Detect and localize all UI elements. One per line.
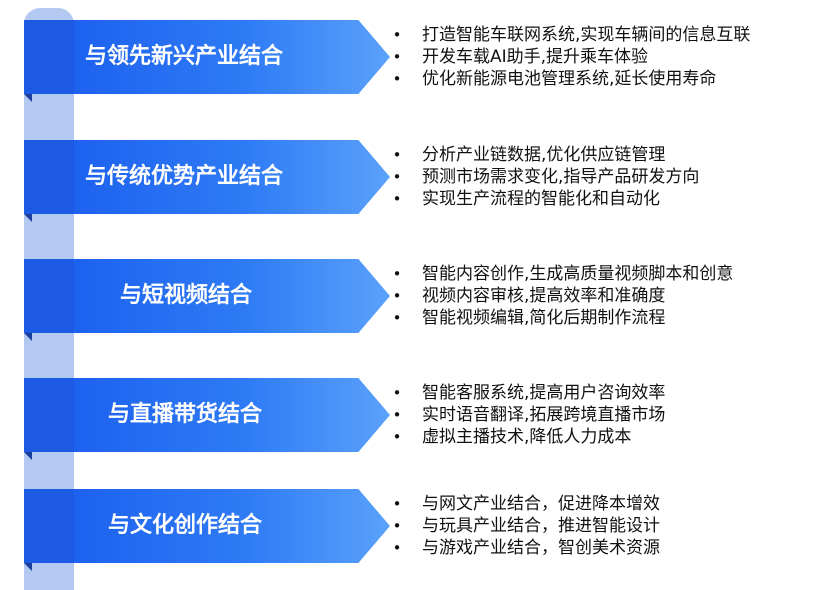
bullet-icon: •	[392, 309, 402, 327]
row-traditional-industries: 与传统优势产业结合 •分析产业链数据,优化供应链管理 •预测市场需求变化,指导产…	[0, 140, 824, 222]
list-item: •智能客服系统,提高用户咨询效率	[390, 382, 820, 404]
bullet-icon: •	[392, 406, 402, 424]
row-tab	[24, 20, 74, 94]
row-tab	[24, 489, 74, 563]
list-item: •优化新能源电池管理系统,延长使用寿命	[390, 68, 820, 90]
row-leading-emerging-industries: 与领先新兴产业结合 •打造智能车联网系统,实现车辆间的信息互联 •开发车载AI助…	[0, 20, 824, 102]
bullet-icon: •	[392, 48, 402, 66]
bullet-list: •分析产业链数据,优化供应链管理 •预测市场需求变化,指导产品研发方向 •实现生…	[390, 144, 820, 210]
bullet-icon: •	[392, 428, 402, 446]
bullet-icon: •	[392, 495, 402, 513]
category-title: 与文化创作结合	[108, 513, 263, 538]
bullet-icon: •	[392, 146, 402, 164]
row-tab	[24, 378, 74, 452]
bullet-icon: •	[392, 287, 402, 305]
category-title: 与直播带货结合	[108, 402, 263, 427]
list-item: •虚拟主播技术,降低人力成本	[390, 426, 820, 448]
list-item: •实时语音翻译,拓展跨境直播市场	[390, 404, 820, 426]
bullet-icon: •	[392, 190, 402, 208]
bullet-list: •与网文产业结合，促进降本增效 •与玩具产业结合，推进智能设计 •与游戏产业结合…	[390, 493, 820, 559]
list-item: •开发车载AI助手,提升乘车体验	[390, 46, 820, 68]
category-arrow	[74, 489, 390, 563]
row-live-commerce: 与直播带货结合 •智能客服系统,提高用户咨询效率 •实时语音翻译,拓展跨境直播市…	[0, 378, 824, 460]
row-tab	[24, 259, 74, 333]
row-tab-fold	[24, 563, 32, 571]
category-arrow	[74, 20, 390, 94]
row-cultural-creation: 与文化创作结合 •与网文产业结合，促进降本增效 •与玩具产业结合，推进智能设计 …	[0, 489, 824, 571]
category-arrow	[74, 259, 390, 333]
list-item: •智能视频编辑,简化后期制作流程	[390, 307, 820, 329]
row-tab-fold	[24, 452, 32, 460]
list-item: •与网文产业结合，促进降本增效	[390, 493, 820, 515]
bullet-icon: •	[392, 70, 402, 88]
row-tab-fold	[24, 94, 32, 102]
category-arrow	[74, 140, 390, 214]
row-tab-fold	[24, 214, 32, 222]
row-short-video: 与短视频结合 •智能内容创作,生成高质量视频脚本和创意 •视频内容审核,提高效率…	[0, 259, 824, 341]
bullet-list: •打造智能车联网系统,实现车辆间的信息互联 •开发车载AI助手,提升乘车体验 •…	[390, 24, 820, 90]
bullet-list: •智能内容创作,生成高质量视频脚本和创意 •视频内容审核,提高效率和准确度 •智…	[390, 263, 820, 329]
bullet-list: •智能客服系统,提高用户咨询效率 •实时语音翻译,拓展跨境直播市场 •虚拟主播技…	[390, 382, 820, 448]
list-item: •与玩具产业结合，推进智能设计	[390, 515, 820, 537]
category-arrow	[74, 378, 390, 452]
list-item: •预测市场需求变化,指导产品研发方向	[390, 166, 820, 188]
list-item: •与游戏产业结合，智创美术资源	[390, 537, 820, 559]
category-title: 与短视频结合	[120, 283, 253, 308]
bullet-icon: •	[392, 539, 402, 557]
list-item: •分析产业链数据,优化供应链管理	[390, 144, 820, 166]
list-item: •实现生产流程的智能化和自动化	[390, 188, 820, 210]
list-item: •智能内容创作,生成高质量视频脚本和创意	[390, 263, 820, 285]
bullet-icon: •	[392, 26, 402, 44]
category-title: 与传统优势产业结合	[85, 164, 284, 189]
bullet-icon: •	[392, 517, 402, 535]
row-tab	[24, 140, 74, 214]
list-item: •打造智能车联网系统,实现车辆间的信息互联	[390, 24, 820, 46]
row-tab-fold	[24, 333, 32, 341]
list-item: •视频内容审核,提高效率和准确度	[390, 285, 820, 307]
bullet-icon: •	[392, 265, 402, 283]
bullet-icon: •	[392, 384, 402, 402]
category-title: 与领先新兴产业结合	[85, 44, 284, 69]
bullet-icon: •	[392, 168, 402, 186]
